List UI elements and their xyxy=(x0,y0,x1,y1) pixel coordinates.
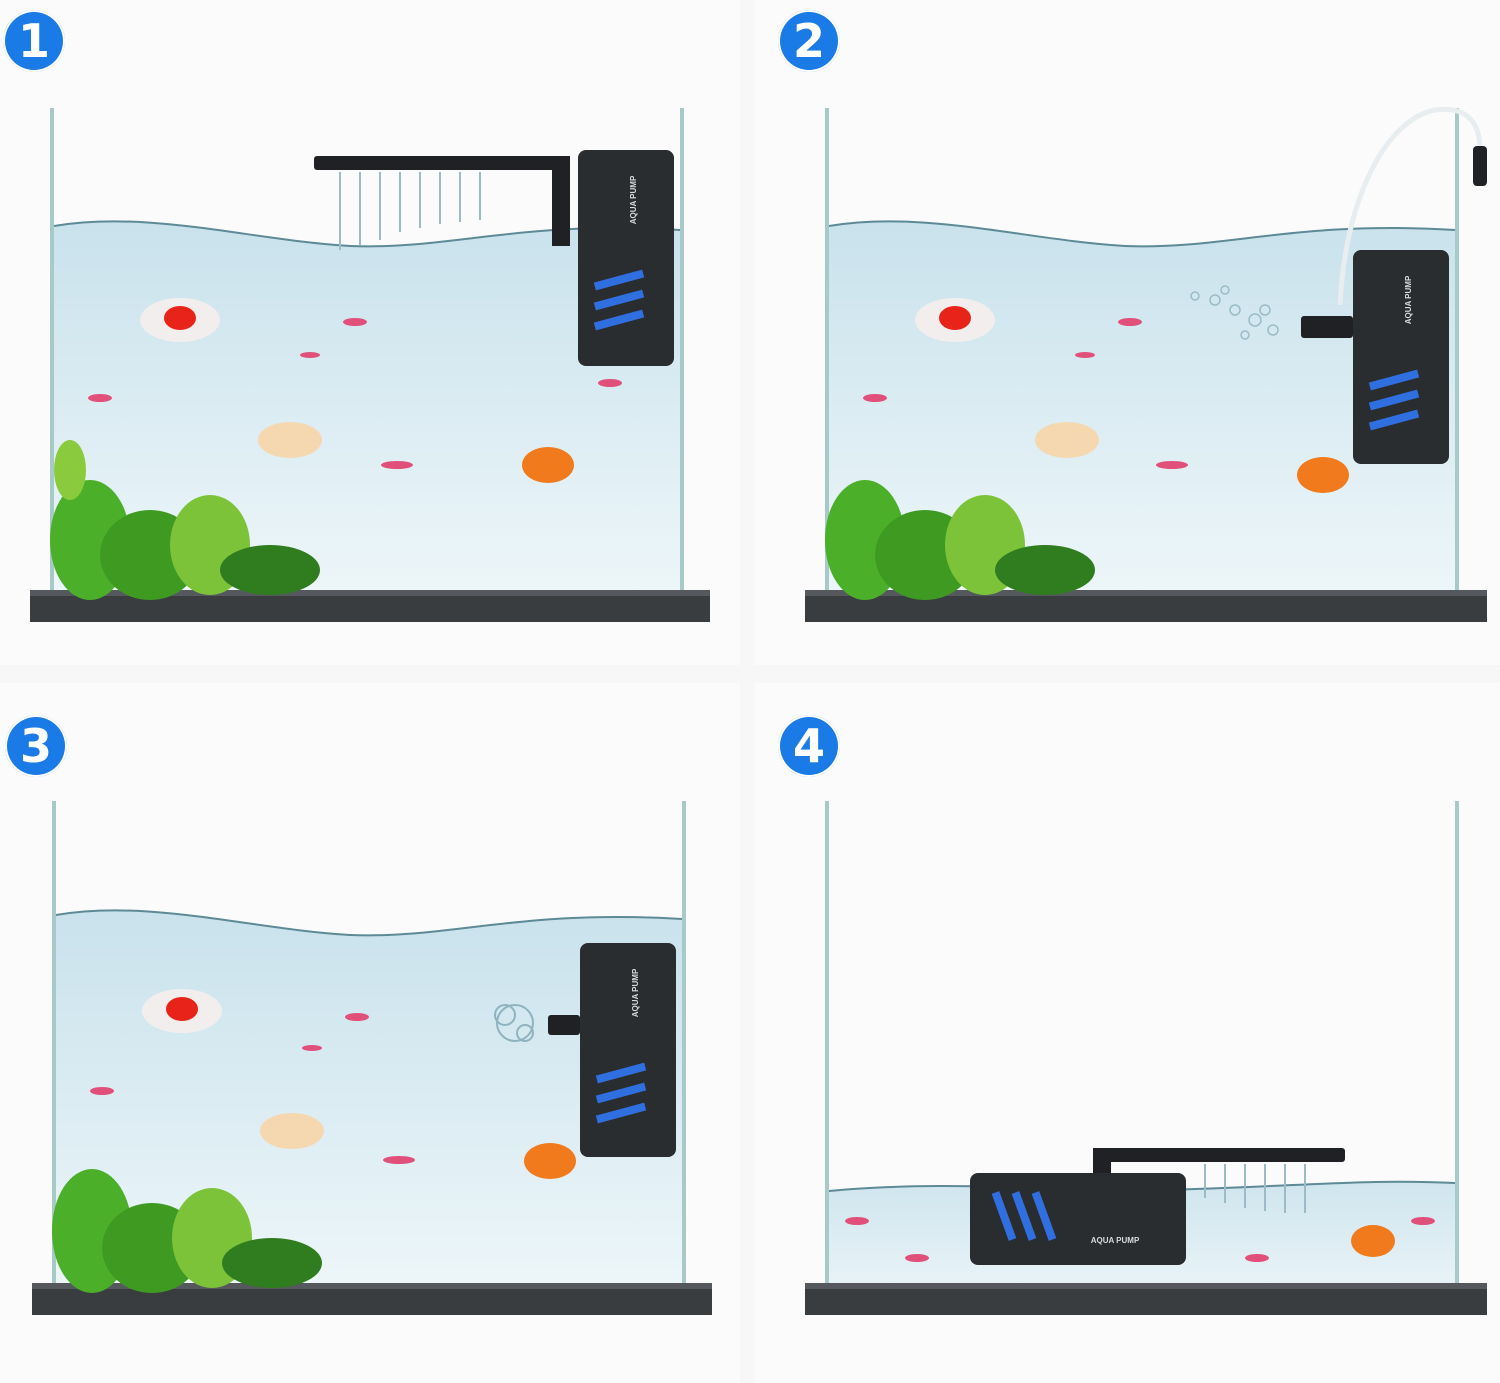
outlet-nozzle xyxy=(1301,316,1353,338)
pump-label: AQUA PUMP xyxy=(631,968,640,1017)
air-bubbles xyxy=(1190,285,1279,340)
pump-label: AQUA PUMP xyxy=(629,175,638,224)
step-badge-1: 1 xyxy=(3,10,65,72)
pump-body xyxy=(1353,250,1449,464)
panel-3: AQUA PUMP 3 xyxy=(0,683,740,1383)
goldfish xyxy=(915,298,1349,493)
water-surface xyxy=(55,909,683,937)
goldfish xyxy=(142,989,576,1179)
plants xyxy=(50,440,320,600)
pump-body xyxy=(970,1173,1186,1265)
tetras xyxy=(88,318,622,469)
tetras xyxy=(863,318,1188,469)
step-badge-4: 4 xyxy=(778,715,840,777)
spray-bar xyxy=(314,156,570,170)
step-badge-3: 3 xyxy=(5,715,67,777)
aquarium-scene-spray-bar: AQUA PUMP xyxy=(30,108,710,622)
plants xyxy=(52,1169,322,1293)
pump-body xyxy=(580,943,676,1157)
tetras xyxy=(90,1013,415,1164)
glass-left xyxy=(825,801,829,1287)
pump-label: AQUA PUMP xyxy=(1404,275,1413,324)
air-valve xyxy=(1473,146,1487,186)
water-surface xyxy=(828,220,1456,248)
pump-body xyxy=(578,150,674,366)
spray-bar xyxy=(1095,1148,1345,1162)
glass-right xyxy=(682,801,686,1287)
water-drops xyxy=(339,172,481,250)
step-badge-2: 2 xyxy=(778,10,840,72)
glass-right xyxy=(1455,801,1459,1287)
panel-1: AQUA PUMP 1 xyxy=(0,0,740,665)
aquarium-scene-horizontal-low-water: AQUA PUMP xyxy=(805,801,1487,1315)
air-tube xyxy=(1337,106,1483,306)
panel-4: AQUA PUMP 4 xyxy=(755,683,1500,1383)
aquarium-scene-direct-outlet: AQUA PUMP xyxy=(32,801,712,1315)
glass-right xyxy=(680,108,684,594)
glass-left xyxy=(50,108,54,594)
glass-right xyxy=(1455,108,1459,594)
glass-left xyxy=(52,801,56,1287)
water-jet xyxy=(494,1004,534,1042)
panel-2: AQUA PUMP 2 xyxy=(755,0,1500,665)
goldfish xyxy=(140,298,574,483)
aquarium-scene-air-tube: AQUA PUMP xyxy=(805,106,1487,622)
outlet-nozzle xyxy=(548,1015,580,1035)
glass-left xyxy=(825,108,829,594)
plants xyxy=(825,480,1095,600)
fish xyxy=(845,1217,1435,1262)
water-drops xyxy=(1204,1164,1306,1213)
pump-label: AQUA PUMP xyxy=(1091,1236,1140,1245)
